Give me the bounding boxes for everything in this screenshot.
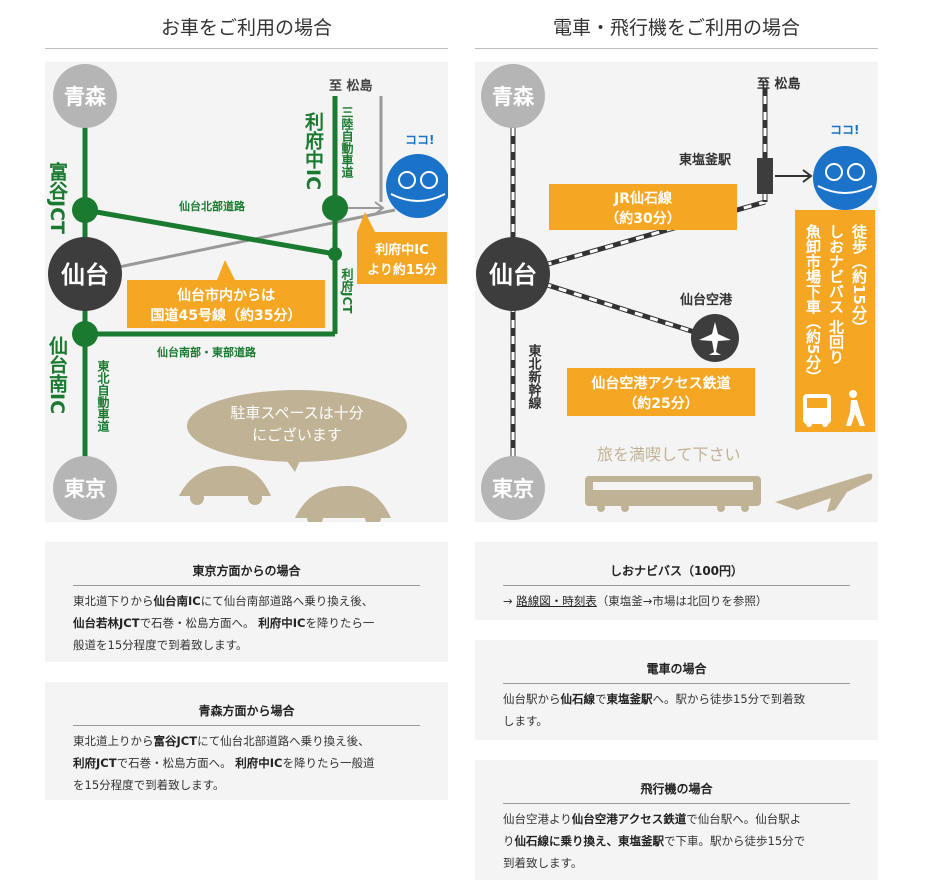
plane-icon <box>775 473 873 512</box>
tohoku-exp-label: 東北自動車道 <box>96 359 110 433</box>
koko-label-right: ココ! <box>830 123 859 137</box>
senseki-line1: JR仙石線 <box>613 190 672 207</box>
sendai-minami-ic-label: 仙台南IC <box>46 335 68 414</box>
to-matsushima-label: 至 松島 <box>329 78 373 94</box>
to-matsushima-label-right: 至 松島 <box>757 76 801 92</box>
bus-icon <box>803 394 831 427</box>
car-section-title: お車をご利用の場合 <box>45 14 448 49</box>
sendai-label-right: 仙台 <box>489 261 537 289</box>
plane-info-box: 飛行機の場合 仙台空港より仙台空港アクセス鉄道で仙台駅へ。仙台駅よ り仙石線に乗… <box>475 760 878 880</box>
koko-label: ココ! <box>405 133 434 147</box>
aomori-circle-right <box>481 64 545 128</box>
sendai-label: 仙台 <box>61 261 109 289</box>
car-route-map: 青森 仙台 東京 富谷JCT 仙台南IC 利府中IC 三陸自動車道 利府JCT … <box>45 62 448 522</box>
car-icon <box>179 465 271 505</box>
aomori-direction-title: 青森方面から場合 <box>198 704 295 718</box>
tokyo-direction-title: 東京方面からの場合 <box>192 564 301 578</box>
ic-note-line2: より約15分 <box>367 262 437 278</box>
access-line2: （約25分） <box>623 395 698 412</box>
train-info-box: 電車の場合 仙台駅から仙石線で東塩釜駅へ。駅から徒歩15分で到着致 します。 <box>475 640 878 740</box>
bubble-line2: にございます <box>252 426 342 444</box>
senseki-callout <box>549 184 737 230</box>
train-route-map: 東塩釜駅 至 松島 青森 仙台 東京 東北新幹線 JR仙石線 （約30分） 仙台… <box>475 62 878 522</box>
aomori-circle <box>53 64 117 128</box>
higashi-shiogama-label: 東塩釜駅 <box>679 152 732 168</box>
destination-icon <box>386 154 448 218</box>
walk-col3: 魚卸市場下車（約5分） <box>804 223 822 384</box>
route-45-callout <box>127 280 325 328</box>
walking-person-icon <box>846 390 865 426</box>
rifu-jct-node <box>328 247 342 261</box>
callout-line2: 国道45号線（約35分） <box>151 307 302 324</box>
walk-col1: 徒歩（約15分） <box>850 223 868 335</box>
train-route-diagram: 東塩釜駅 至 松島 青森 仙台 東京 東北新幹線 JR仙石線 （約30分） 仙台… <box>476 64 877 520</box>
ic-note-box <box>357 232 447 284</box>
senseki-line2: （約30分） <box>605 210 680 227</box>
tokyo-direction-box: 東京方面からの場合 東北道下りから仙台南ICにて仙台南部道路へ乗り換え後、 仙台… <box>45 542 448 662</box>
tomiya-jct-node <box>72 197 98 223</box>
hokubu-label: 仙台北部道路 <box>179 199 246 213</box>
tokyo-circle <box>53 456 117 520</box>
airport-label: 仙台空港 <box>680 292 733 308</box>
rifu-jct-label: 利府JCT <box>340 267 354 315</box>
shio-navi-bus-title: しおナビバス（100円） <box>609 564 744 578</box>
car-icon-2 <box>295 485 391 522</box>
route-45-line <box>84 208 396 276</box>
parking-bubble <box>187 390 407 462</box>
rifu-naka-ic-node <box>322 195 348 221</box>
shinkansen-label: 東北新幹線 <box>526 343 542 410</box>
sendai-circle <box>48 237 122 311</box>
walk-col2: しおナビバス 北回り <box>827 224 845 364</box>
ic-note-line1: 利府中IC <box>375 242 428 258</box>
hokubu-road <box>84 207 336 257</box>
car-route-diagram: 青森 仙台 東京 富谷JCT 仙台南IC 利府中IC 三陸自動車道 利府JCT … <box>46 64 448 522</box>
plane-info-title: 飛行機の場合 <box>640 782 713 796</box>
tokyo-label: 東京 <box>64 477 106 501</box>
aomori-label-right: 青森 <box>492 85 535 109</box>
destination-icon-right <box>813 146 877 210</box>
sendai-minami-ic-node <box>72 321 98 347</box>
higashi-shiogama-station <box>757 158 773 194</box>
callout-line1: 仙台市内からは <box>177 287 275 304</box>
shio-navi-bus-box: しおナビバス（100円） → 路線図・時刻表（東塩釜→市場は北回りを参照） <box>475 542 878 620</box>
enjoy-text: 旅を満喫して下さい <box>597 445 741 464</box>
tomiya-jct-label: 富谷JCT <box>46 161 68 234</box>
rifu-naka-ic-label: 利府中IC <box>302 112 324 190</box>
train-plane-section-title: 電車・飛行機をご利用の場合 <box>475 14 878 49</box>
nanbu-label: 仙台南部・東部道路 <box>157 345 257 359</box>
route-timetable-link[interactable]: 路線図・時刻表 <box>516 594 597 608</box>
bubble-line1: 駐車スペースは十分 <box>230 404 363 422</box>
access-line1: 仙台空港アクセス鉄道 <box>591 375 730 392</box>
tokyo-label-right: 東京 <box>492 477 534 501</box>
train-info-title: 電車の場合 <box>646 662 707 676</box>
train-icon <box>585 476 761 512</box>
aomori-direction-box: 青森方面から場合 東北道上りから富谷JCTにて仙台北部道路へ乗り換え後、 利府J… <box>45 682 448 800</box>
tokyo-circle-right <box>481 456 545 520</box>
aomori-label: 青森 <box>64 85 107 109</box>
access-rail-callout <box>567 368 755 416</box>
sanriku-label: 三陸自動車道 <box>340 106 354 179</box>
sendai-circle-right <box>476 237 550 311</box>
